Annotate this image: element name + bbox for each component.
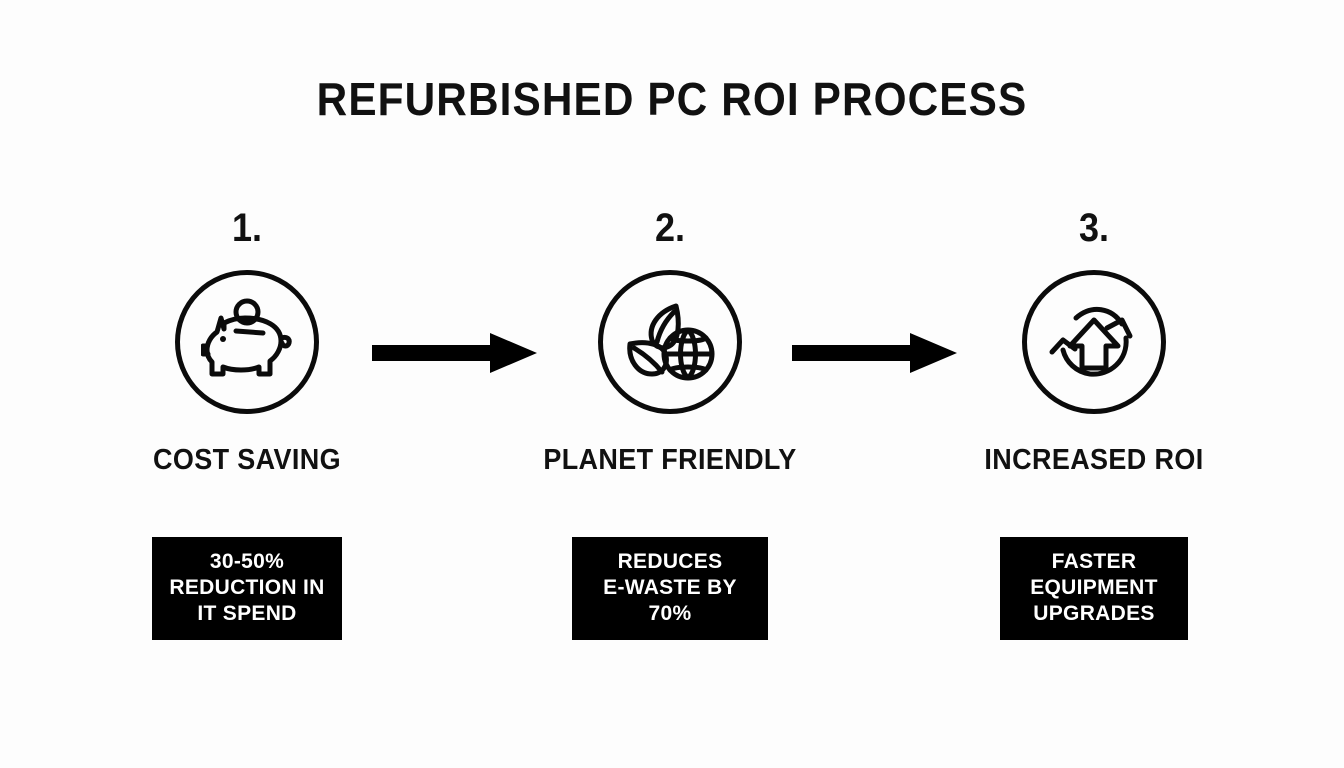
process-step-planet-friendly: 2. — [520, 206, 820, 666]
stat-line: IT SPEND — [197, 602, 297, 625]
stat-line: 30-50% — [209, 550, 285, 573]
stat-box-1: 30-50% REDUCTION IN IT SPEND — [152, 537, 342, 640]
page-title: REFURBISHED PC ROI PROCESS — [316, 73, 1028, 125]
step-icon-circle-3 — [1022, 270, 1166, 414]
process-step-cost-saving: 1. — [97, 206, 397, 666]
stat-line: E-WASTE BY — [603, 576, 737, 599]
piggy-bank-icon — [201, 298, 293, 386]
stat-box-3: FASTER EQUIPMENT UPGRADES — [1000, 537, 1188, 640]
recycle-arrow-up-icon — [1048, 298, 1140, 386]
stat-line: REDUCTION IN — [169, 576, 325, 599]
stat-line: 70% — [648, 602, 692, 625]
step-icon-circle-1 — [175, 270, 319, 414]
step-number-3: 3. — [1078, 206, 1110, 250]
process-steps-row: 1. — [0, 206, 1344, 666]
stat-box-2: REDUCES E-WASTE BY 70% — [572, 537, 768, 640]
arrow-step1-to-step2 — [372, 332, 537, 374]
process-step-increased-roi: 3. INCREASED ROI F — [944, 206, 1244, 666]
step-label-3: INCREASED ROI — [984, 444, 1204, 476]
stat-line: UPGRADES — [1033, 602, 1155, 625]
leaf-globe-icon — [624, 298, 716, 386]
step-number-1: 1. — [231, 206, 263, 250]
stat-line: REDUCES — [617, 550, 723, 573]
stat-line: EQUIPMENT — [1030, 576, 1158, 599]
step-label-1: COST SAVING — [153, 444, 341, 476]
arrow-step2-to-step3 — [792, 332, 957, 374]
step-number-2: 2. — [654, 206, 686, 250]
step-icon-circle-2 — [598, 270, 742, 414]
stat-line: FASTER — [1051, 550, 1137, 573]
step-label-2: PLANET FRIENDLY — [543, 444, 797, 476]
